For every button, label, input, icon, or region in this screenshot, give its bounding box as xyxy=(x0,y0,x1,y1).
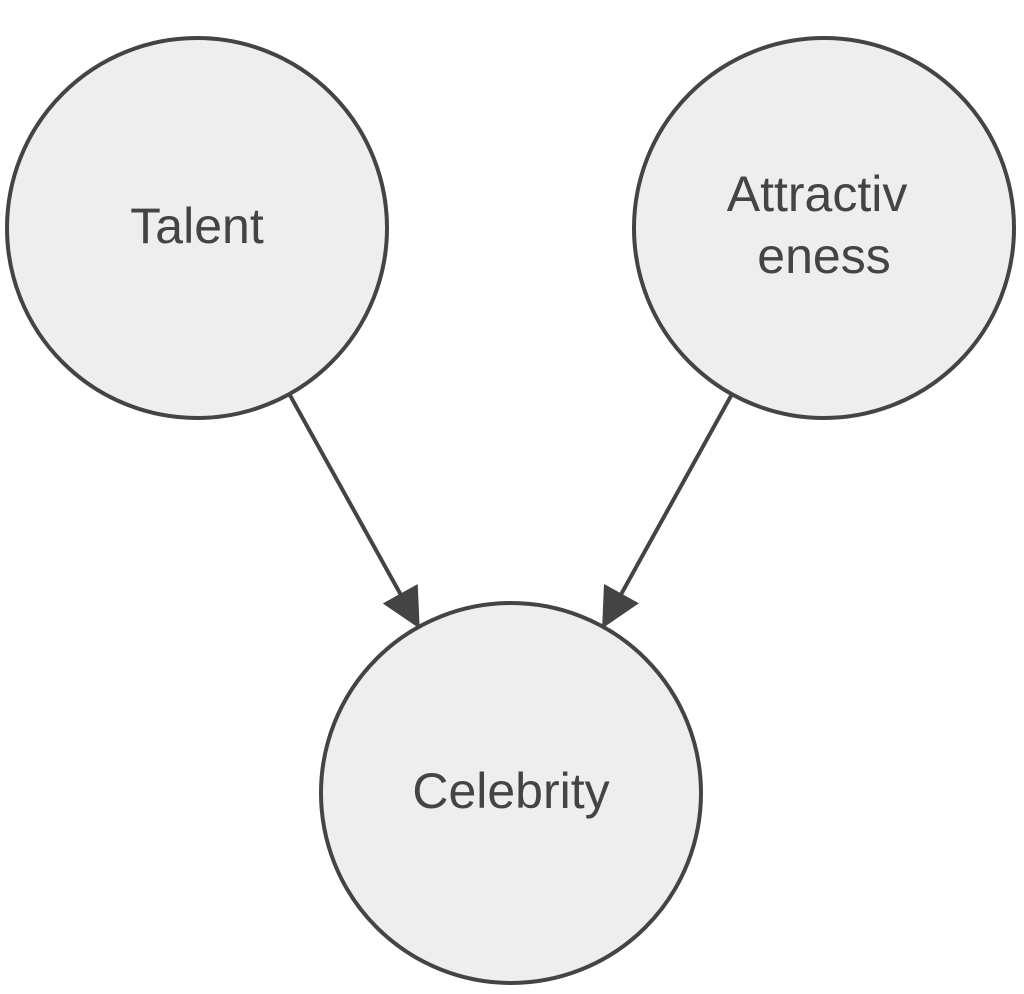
node-celebrity-label-line: Celebrity xyxy=(412,763,609,819)
node-talent-label-line: Talent xyxy=(130,198,264,254)
node-talent-circle xyxy=(5,36,389,420)
node-attractiveness-label-line: eness xyxy=(757,228,890,284)
node-celebrity-circle xyxy=(319,601,703,985)
node-talent-label: Talent xyxy=(130,198,264,254)
node-celebrity[interactable]: Celebrity xyxy=(319,601,703,985)
node-attractiveness-label-line: Attractiv xyxy=(727,166,908,222)
node-celebrity-label: Celebrity xyxy=(412,763,609,819)
edges-layer xyxy=(287,393,734,629)
edge-talent-to-celebrity xyxy=(287,393,420,629)
node-attractiveness[interactable]: Attractiv eness xyxy=(632,36,1016,420)
node-attractiveness-circle xyxy=(632,36,1016,420)
edge-attractiveness-to-celebrity xyxy=(602,393,734,629)
node-attractiveness-label: Attractiv eness xyxy=(727,166,922,284)
node-talent[interactable]: Talent xyxy=(5,36,389,420)
